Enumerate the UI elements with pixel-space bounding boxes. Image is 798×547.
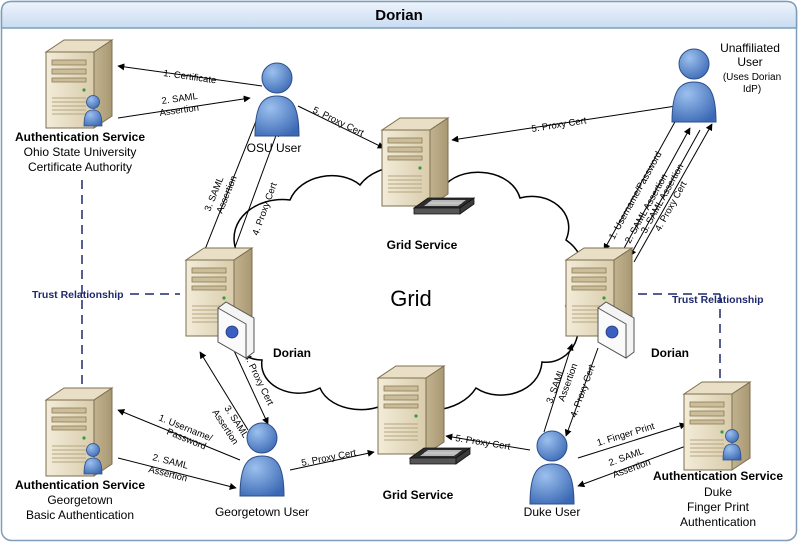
auth-osu-title: Authentication Service (15, 130, 145, 144)
trust-lines (81, 180, 721, 385)
label-osu-saml-2: Assertion (159, 103, 200, 119)
dorian-left-label: Dorian (273, 346, 311, 360)
dorian-right: Dorian (565, 247, 689, 360)
dorian-left: Dorian (185, 247, 311, 360)
edge-gt-saml-dorian (199, 351, 249, 431)
edge-gt-proxy-dorian (229, 341, 269, 425)
edge-duke-proxy-grid (445, 433, 531, 451)
edge-duke-fingerprint (577, 422, 687, 459)
server-icon (45, 387, 113, 477)
grid-cloud (222, 165, 585, 412)
unaff-note1: (Uses Dorian (723, 72, 781, 83)
duke-user-label: Duke User (524, 505, 581, 519)
grid-service-bottom: Grid Service (377, 365, 471, 502)
auth-service-osu: Authentication Service Ohio State Univer… (15, 39, 145, 174)
edge-osu-saml (117, 95, 251, 119)
edge-gt-saml (117, 457, 237, 490)
trust-label-right: Trust Relationship (672, 294, 764, 306)
duke-user: Duke User (524, 430, 581, 519)
edge-duke-saml (577, 445, 687, 488)
auth-service-georgetown: Authentication Service Georgetown Basic … (15, 387, 145, 522)
title-bar (0, 0, 798, 29)
edge-gt-username (117, 409, 241, 461)
auth-service-duke: Authentication Service Duke Finger Print… (653, 381, 783, 529)
server-icon (45, 39, 113, 129)
label-osu-saml-1: 2. SAML (161, 91, 199, 107)
auth-duke-line1: Duke (704, 485, 732, 499)
gt-user-label: Georgetown User (215, 505, 309, 519)
auth-osu-line2: Certificate Authority (28, 160, 132, 174)
edge-duke-saml-dorian (543, 343, 574, 433)
edge-unaff-saml3 (629, 129, 701, 257)
auth-gt-title: Authentication Service (15, 478, 145, 492)
edges (117, 63, 713, 490)
georgetown-user: Georgetown User (215, 422, 309, 519)
grid-label: Grid (390, 286, 432, 311)
edge-osu-saml-dorian (199, 115, 259, 263)
edge-gt-proxy-grid (289, 449, 375, 471)
edge-osu-certificate (117, 63, 263, 87)
dorian-right-label: Dorian (651, 346, 689, 360)
edge-duke-proxy-dorian (564, 347, 599, 437)
trust-label-left: Trust Relationship (32, 289, 124, 301)
auth-gt-line2: Basic Authentication (26, 508, 134, 522)
server-icon (377, 365, 445, 455)
edge-unaff-saml2 (621, 127, 691, 253)
edge-osu-proxy-grid (297, 105, 385, 149)
unaffiliated-user: Unaffiliated User (Uses Dorian IdP) (671, 41, 781, 123)
osu-user-label: OSU User (247, 141, 302, 155)
grid-service-bottom-label: Grid Service (383, 488, 454, 502)
unaff-note2: IdP) (743, 84, 761, 95)
unaff-line2: User (737, 55, 762, 69)
auth-gt-line1: Georgetown (47, 493, 112, 507)
grid-service-top: Grid Service (381, 117, 475, 252)
auth-duke-line2: Finger Print (687, 500, 750, 514)
grid-service-top-label: Grid Service (387, 238, 458, 252)
server-icon (381, 117, 449, 207)
edge-unaff-username (603, 119, 677, 251)
edge-unaff-proxy-grid (451, 105, 677, 143)
osu-user: OSU User (247, 62, 302, 155)
auth-duke-line3: Authentication (680, 515, 756, 529)
auth-osu-line1: Ohio State University (24, 145, 137, 159)
diagram-title: Dorian (375, 7, 423, 24)
auth-duke-title: Authentication Service (653, 469, 783, 483)
edge-osu-proxy-dorian (233, 129, 280, 251)
unaff-line1: Unaffiliated (720, 41, 780, 55)
edge-unaff-proxy4 (633, 123, 713, 263)
